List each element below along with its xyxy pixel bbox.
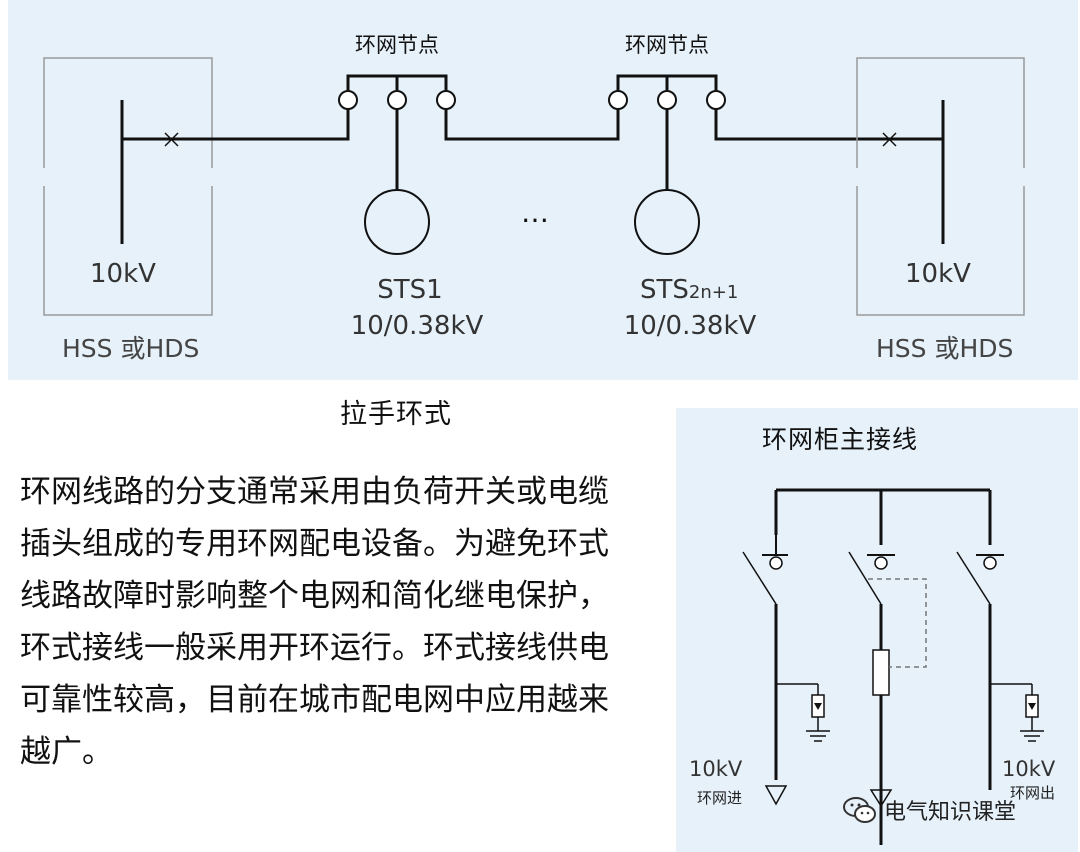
paragraph-line: 可靠性较高，目前在城市配电网中应用越来 [20, 682, 609, 718]
sts2n1-transformer [634, 189, 700, 255]
ring-node-1-switch-b [387, 90, 407, 110]
ring-node-1-switch-c [436, 90, 456, 110]
right-breaker-x [882, 132, 897, 147]
ring-node-2-switch-a [608, 90, 628, 110]
sts1-rating: 10/0.38kV [351, 311, 484, 341]
rmu-right-label: 环网出 [1010, 784, 1055, 802]
left-substation-voltage: 10kV [90, 259, 156, 289]
sts1-transformer [364, 189, 430, 255]
description-paragraph: 环网线路的分支通常采用由负荷开关或电缆 插头组成的专用环网配电设备。为避免环式 … [20, 466, 680, 778]
ring-node-label-right: 环网节点 [625, 33, 709, 57]
paragraph-line: 环式接线一般采用开环运行。环式接线供电 [20, 630, 609, 666]
right-substation-type: HSS 或HDS [876, 334, 1013, 363]
sts2n1-name: STS2n+1 [640, 275, 738, 305]
wechat-icon [843, 797, 876, 823]
right-substation-box [856, 57, 1025, 316]
paragraph-line: 越广。 [20, 734, 113, 770]
rmu-left-voltage: 10kV [689, 757, 743, 781]
ring-node-1-switch-a [338, 90, 358, 110]
rmu-right-bay [956, 551, 1044, 790]
paragraph-line: 线路故障时影响整个电网和简化继电保护， [20, 578, 609, 614]
top-diagram-panel [8, 0, 1078, 380]
ring-node-2-switch-c [706, 90, 726, 110]
rmu-left-bay [742, 535, 830, 806]
ring-node-2-switch-b [657, 90, 677, 110]
right-feeder-line [714, 109, 943, 141]
ring-cabinet-panel [676, 408, 1078, 852]
rmu-middle-bay [848, 551, 927, 845]
sts2n1-rating: 10/0.38kV [624, 311, 757, 341]
watermark: 电气知识课堂 [842, 790, 1016, 830]
rmu-left-label: 环网进 [697, 789, 742, 807]
rmu-right-voltage: 10kV [1002, 757, 1056, 781]
left-breaker-x [164, 132, 179, 147]
paragraph-line: 环网线路的分支通常采用由负荷开关或电缆 [20, 474, 609, 510]
ring-type-caption: 拉手环式 [340, 399, 452, 430]
left-substation-box [43, 57, 213, 316]
sts1-name: STS1 [377, 275, 442, 305]
ring-link-line [444, 109, 620, 141]
watermark-text: 电气知识课堂 [884, 800, 1017, 825]
ellipsis: … [521, 196, 549, 229]
right-substation-voltage: 10kV [905, 259, 971, 289]
paragraph-line: 插头组成的专用环网配电设备。为避免环式 [20, 526, 609, 562]
ring-cabinet-title: 环网柜主接线 [762, 425, 919, 454]
left-feeder-line [122, 100, 350, 141]
left-substation-type: HSS 或HDS [62, 334, 199, 363]
ring-node-label-left: 环网节点 [355, 33, 439, 57]
